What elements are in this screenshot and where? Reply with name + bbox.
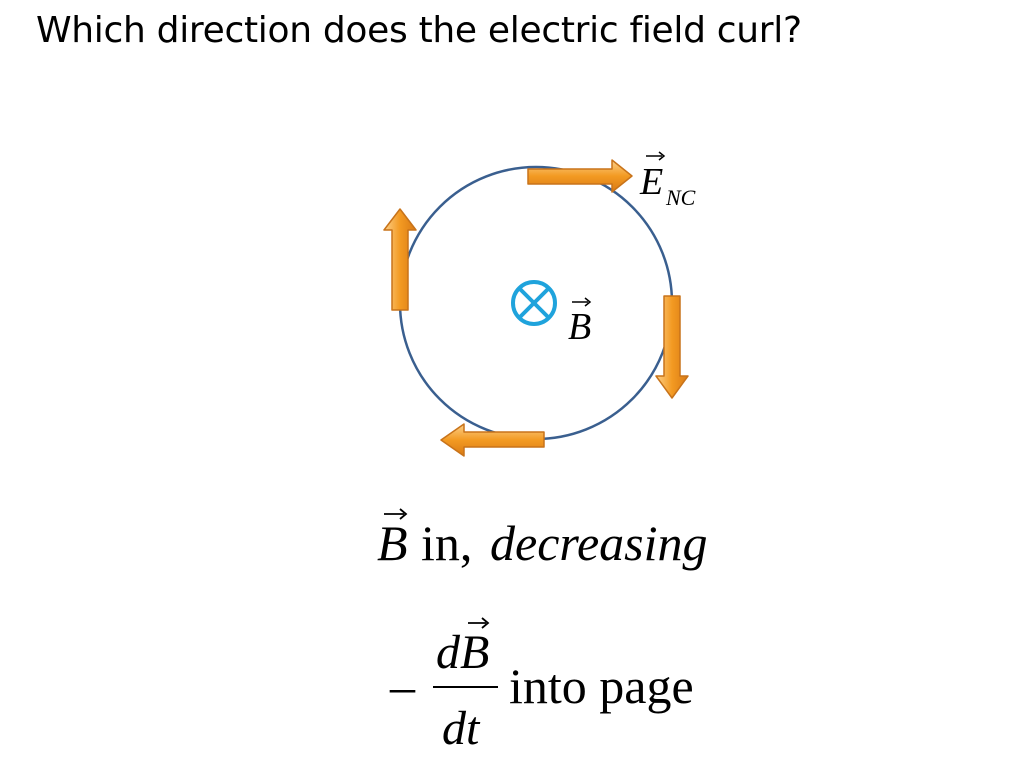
b-field-label: B <box>568 297 591 348</box>
eq2-numerator: dB <box>436 626 489 679</box>
equation-dbdt: – dB dt into page <box>389 617 694 755</box>
e-field-label: E NC <box>639 151 696 210</box>
e-field-subscript: NC <box>665 185 696 210</box>
e-field-arrow-bottom <box>440 423 545 457</box>
e-field-arrow-right <box>655 295 689 399</box>
slide-title: Which direction does the electric field … <box>36 10 802 51</box>
e-field-arrow-top <box>527 159 633 193</box>
eq2-denominator: dt <box>442 702 481 755</box>
b-into-page-icon <box>511 280 557 326</box>
eq1-decreasing-text: decreasing <box>490 515 708 571</box>
eq1-in-text: in, <box>421 515 472 571</box>
eq2-into-page-text: into page <box>509 658 694 714</box>
e-field-arrow-left <box>383 208 417 311</box>
eq1-b-symbol: B <box>377 515 408 571</box>
e-field-symbol: E <box>639 161 663 203</box>
b-field-symbol: B <box>568 306 591 348</box>
equation-b-decreasing: B in, decreasing <box>377 508 708 571</box>
eq2-minus: – <box>389 658 416 714</box>
